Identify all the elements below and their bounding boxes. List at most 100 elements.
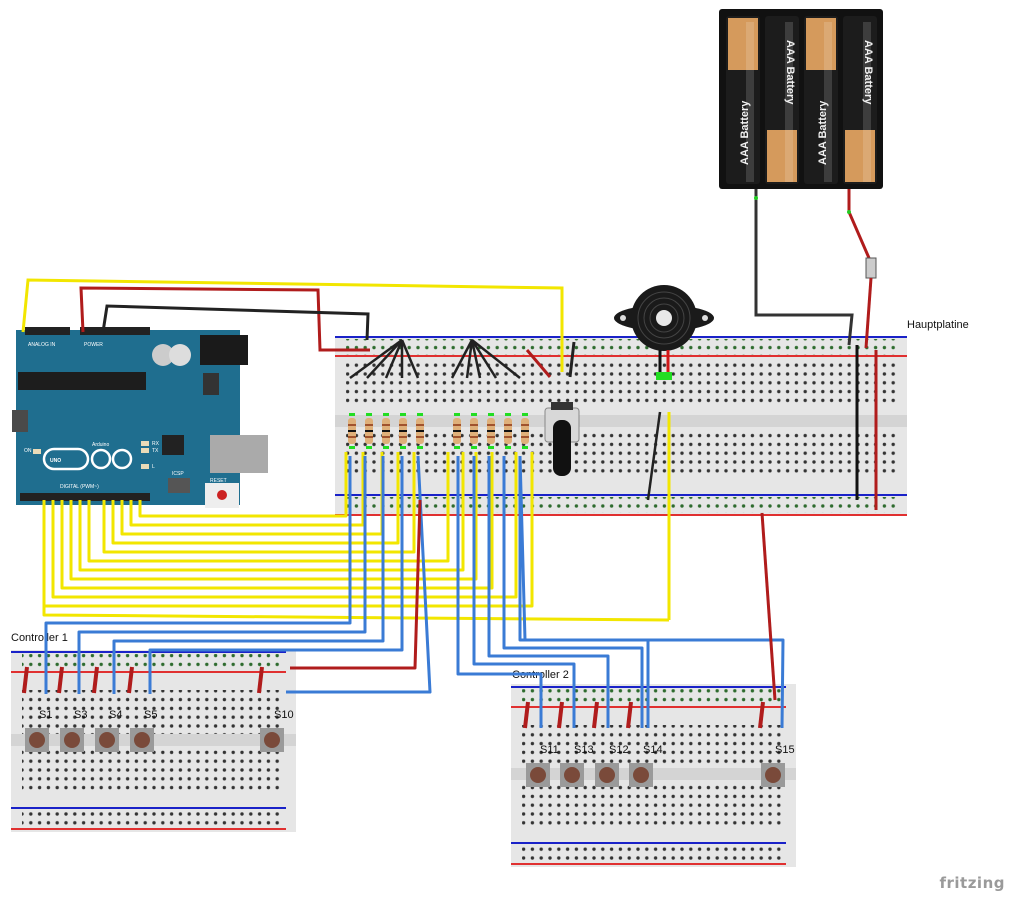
- push-button: S15: [758, 701, 795, 787]
- power-wire: [290, 499, 422, 670]
- battery-cell-label: AAA Battery: [784, 40, 796, 105]
- power-jumper: [525, 349, 552, 378]
- push-button: S5: [127, 666, 157, 752]
- switch-label: S12: [609, 744, 629, 756]
- digital-signal-wire: [78, 452, 465, 572]
- ground-jumper: [349, 338, 403, 380]
- ground-jumper: [450, 339, 474, 379]
- power-wire: [760, 512, 777, 701]
- button-signal-wire: [472, 456, 576, 728]
- battery-wiring: [754, 189, 878, 510]
- battery-cell: AAA Battery: [726, 16, 760, 184]
- switch-label: S13: [574, 744, 594, 756]
- ground-jumper: [470, 339, 498, 379]
- main-board-label: Hauptplatine: [907, 319, 969, 331]
- tx-led-label: TX: [152, 448, 159, 454]
- icsp-label: ICSP: [172, 471, 184, 477]
- digital-signal-wire: [51, 452, 518, 599]
- power-jumper: [557, 701, 564, 729]
- ground-jumper: [384, 339, 404, 379]
- digital-signal-wire: [129, 452, 365, 527]
- resistor: [399, 413, 407, 449]
- push-button: S11: [523, 701, 559, 787]
- power-header-label: POWER: [84, 342, 103, 348]
- power-jumper: [626, 701, 633, 729]
- arduino-top-wires: [21, 278, 564, 372]
- power-jumper: [92, 666, 99, 694]
- resistor: [521, 413, 529, 449]
- digital-signal-wire: [42, 500, 670, 622]
- power-jumper: [57, 666, 64, 694]
- battery-cell: AAA Battery: [843, 16, 877, 184]
- arduino-uno: UNO Arduino ANALOG IN POWER DIGITAL (PWM…: [12, 327, 268, 508]
- button-signal-wire: [487, 456, 610, 728]
- ground-jumper: [646, 411, 662, 501]
- push-button: S12: [592, 701, 629, 787]
- switch-label: S14: [643, 744, 663, 756]
- button-signal-wire: [286, 455, 432, 694]
- power-jumper: [257, 666, 264, 694]
- battery-cell: AAA Battery: [765, 16, 799, 184]
- switch-label: S10: [274, 709, 294, 721]
- analog-header-label: ANALOG IN: [28, 342, 56, 348]
- main-breadboard: [335, 336, 907, 516]
- button-signal-wire: [518, 455, 785, 729]
- button-signal-wire: [456, 456, 543, 728]
- arduino-logo: [42, 447, 133, 471]
- resistor: [348, 413, 356, 449]
- power-jumper: [592, 701, 599, 729]
- reset-label: RESET: [210, 478, 227, 484]
- ground-jumper: [366, 339, 403, 379]
- resistor: [470, 413, 478, 449]
- resistor: [487, 413, 495, 449]
- button-signal-wire: [112, 456, 385, 694]
- ground-jumper: [471, 339, 521, 379]
- digital-signal-wire: [102, 452, 416, 554]
- push-button: S1: [22, 666, 52, 752]
- digital-signal-wire: [60, 452, 494, 590]
- ground-jumpers: [349, 338, 671, 620]
- power-jumper: [127, 666, 134, 694]
- resistor: [365, 413, 373, 449]
- push-button: S14: [626, 701, 663, 787]
- battery-cell-label: AAA Battery: [739, 100, 751, 165]
- l-led-label: L: [152, 464, 155, 470]
- rx-led-label: RX: [152, 441, 160, 447]
- switch-label: S3: [74, 709, 87, 721]
- ground-jumper: [400, 339, 420, 379]
- power-jumper: [758, 701, 765, 729]
- arduino-brand: Arduino: [92, 442, 109, 448]
- battery-cell-label: AAA Battery: [862, 40, 874, 105]
- signal-wires: [42, 452, 785, 729]
- digital-signal-wire: [111, 452, 400, 545]
- controller1-label: Controller 1: [11, 632, 68, 644]
- resistor: [453, 413, 461, 449]
- switch-label: S4: [109, 709, 122, 721]
- digital-signal-wire: [87, 452, 450, 563]
- power-jumper: [523, 701, 530, 729]
- button-signal-wire: [148, 456, 404, 694]
- fritzing-logo: fritzing: [939, 874, 1005, 892]
- potentiometer: [544, 402, 580, 476]
- piezo-buzzer: [614, 285, 714, 380]
- digital-signal-wire: [138, 452, 348, 518]
- digital-signal-wire: [69, 452, 478, 581]
- on-led-label: ON: [24, 448, 32, 454]
- digital-header-label: DIGITAL (PWM~): [60, 484, 99, 490]
- push-button: S10: [257, 666, 294, 752]
- button-signal-wire: [77, 456, 367, 694]
- switch-label: S1: [39, 709, 52, 721]
- button-signal-wire: [44, 456, 352, 694]
- ground-jumper: [465, 339, 474, 379]
- ground-jumper: [470, 339, 482, 379]
- switch-label: S11: [540, 744, 559, 756]
- push-button: S4: [92, 666, 122, 752]
- controller2-breadboard: [511, 684, 796, 867]
- switch-label: S5: [144, 709, 157, 721]
- button-signal-wire: [502, 456, 644, 728]
- push-button: S13: [557, 701, 594, 787]
- ground-jumper: [568, 341, 576, 378]
- resistor: [382, 413, 390, 449]
